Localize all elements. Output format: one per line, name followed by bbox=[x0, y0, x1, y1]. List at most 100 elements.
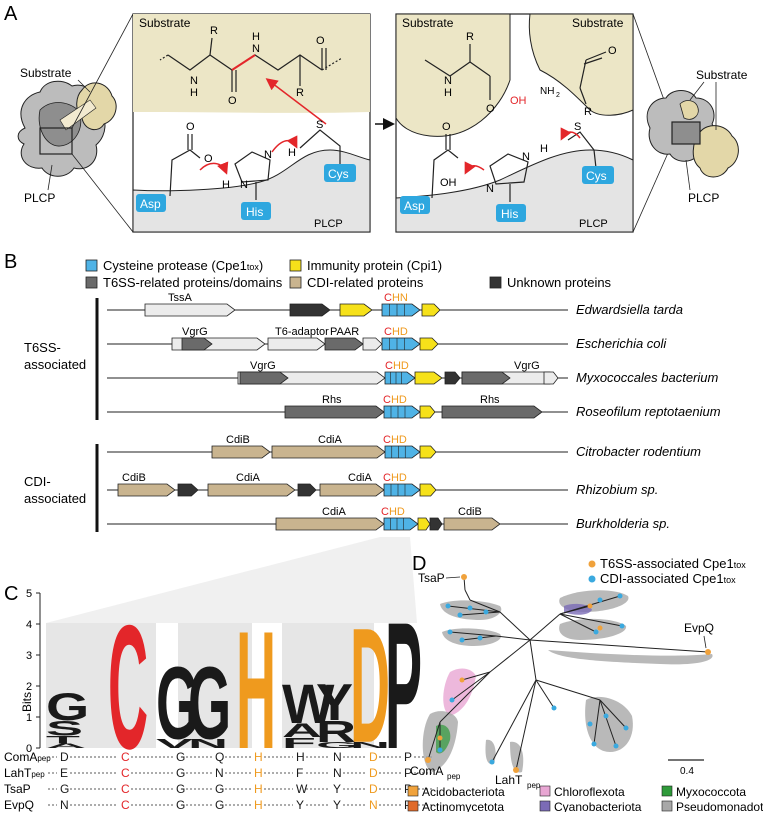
box1-atom-o3: O bbox=[186, 121, 195, 133]
gene-arrow bbox=[324, 337, 364, 351]
logo-letter: G bbox=[156, 645, 199, 761]
alignment-residue: H bbox=[254, 798, 263, 812]
box1-atom-n2: N bbox=[252, 43, 260, 55]
logo-letter: D bbox=[350, 593, 390, 776]
panel-letter-a: A bbox=[4, 3, 18, 25]
gene-arrow bbox=[417, 517, 431, 531]
alignment-residue: C bbox=[121, 782, 130, 796]
catalytic-motif: CHN bbox=[384, 292, 408, 304]
gene-label: TssA bbox=[168, 292, 193, 304]
legend-label-3: CDI-related proteins bbox=[307, 275, 424, 290]
box1-atom-h1: H bbox=[190, 87, 198, 99]
y-tick-label: 2 bbox=[26, 681, 32, 693]
gene-label: CdiA bbox=[318, 434, 343, 446]
logo-letter: P bbox=[385, 586, 422, 787]
right-plcp-cartoon bbox=[632, 13, 739, 233]
box1-asp-label: Asp bbox=[140, 197, 161, 211]
box2-asp-label: Asp bbox=[404, 199, 425, 213]
alignment-name: LahTpep bbox=[4, 766, 45, 780]
gene-arrow bbox=[383, 483, 421, 497]
phylum-swatch-0 bbox=[407, 785, 419, 797]
catalytic-motif: CHD bbox=[385, 360, 409, 372]
logo-letter: W bbox=[282, 673, 335, 735]
logo-letter: Y bbox=[316, 674, 353, 732]
tree-legend-label-0: T6SS-associated Cpe1tox bbox=[600, 556, 746, 571]
y-tick-label: 5 bbox=[26, 588, 32, 600]
box1-atom-h2: H bbox=[252, 31, 260, 43]
box1-his-badge bbox=[241, 202, 271, 220]
gene-arrow bbox=[239, 371, 289, 385]
gene-arrow bbox=[383, 517, 419, 531]
alignment-residue: H bbox=[296, 750, 305, 764]
right-substrate-label: Substrate bbox=[696, 68, 748, 82]
alignment-residue: F bbox=[296, 766, 303, 780]
box2-cys-label: Cys bbox=[586, 169, 607, 183]
gene-arrow bbox=[429, 517, 443, 531]
species-name: Burkholderia sp. bbox=[576, 516, 670, 531]
alignment-residue: G bbox=[176, 750, 185, 764]
left-plcp-cartoon bbox=[17, 13, 134, 233]
logo-highlight-1 bbox=[46, 623, 156, 748]
gene-arrow bbox=[362, 337, 383, 351]
box2-atom-o1: O bbox=[608, 45, 617, 57]
logo-letter: C bbox=[108, 589, 148, 786]
gene-label: PAAR bbox=[330, 326, 359, 338]
gene-arrow bbox=[117, 483, 176, 497]
gene-arrow bbox=[419, 337, 439, 351]
catalytic-motif: CHD bbox=[384, 326, 408, 338]
tree-legend-label-1: CDI-associated Cpe1tox bbox=[600, 571, 736, 586]
gene-arrow bbox=[421, 303, 441, 317]
panel-letter-b: B bbox=[4, 251, 17, 273]
logo-letter: H bbox=[236, 596, 276, 784]
box1-substrate-label: Substrate bbox=[139, 16, 191, 30]
alignment-residue: P bbox=[404, 750, 412, 764]
gene-arrow bbox=[444, 371, 461, 385]
box2-atom-s: S bbox=[574, 121, 581, 133]
group-t6ss-label-1: T6SS- bbox=[24, 340, 61, 355]
alignment-residue: N bbox=[215, 766, 224, 780]
alignment-residue: G bbox=[176, 782, 185, 796]
catalytic-motif: CHD bbox=[383, 472, 407, 484]
gene-label: CdiA bbox=[348, 472, 373, 484]
gene-label: CdiB bbox=[226, 434, 250, 446]
phylum-swatch-2 bbox=[661, 785, 673, 797]
y-tick-label: 0 bbox=[26, 743, 32, 755]
alignment-residue: Y bbox=[296, 798, 304, 812]
gene-arrow bbox=[211, 445, 271, 459]
box2-atom-n4: N bbox=[522, 151, 530, 163]
mechanism-box-1 bbox=[132, 13, 371, 233]
legend-swatch-2 bbox=[85, 276, 98, 289]
gene-arrow bbox=[271, 445, 386, 459]
alignment-residue: D bbox=[369, 766, 378, 780]
gene-arrow bbox=[267, 337, 326, 351]
gene-label: CdiB bbox=[122, 472, 146, 484]
box2-atom-o2: O bbox=[486, 103, 495, 115]
gene-arrow bbox=[319, 483, 385, 497]
alignment-residue: G bbox=[215, 782, 224, 796]
legend-label-2: T6SS-related proteins/domains bbox=[103, 275, 283, 290]
gene-label: Rhs bbox=[322, 394, 342, 406]
right-plcp-label: PLCP bbox=[688, 191, 719, 205]
y-tick-label: 1 bbox=[26, 712, 32, 724]
tree-legend-dot-1 bbox=[588, 575, 596, 583]
gene-label: Rhs bbox=[480, 394, 500, 406]
box1-atom-h4: H bbox=[288, 147, 296, 159]
box2-atom-nh2: NH bbox=[540, 86, 554, 97]
box1-atom-o2: O bbox=[228, 95, 237, 107]
gene-arrow bbox=[181, 337, 213, 351]
alignment-residue: P bbox=[404, 766, 412, 780]
legend-swatch-3 bbox=[289, 276, 302, 289]
gene-arrow bbox=[419, 405, 436, 419]
box1-his-label: His bbox=[246, 205, 263, 219]
gene-arrow bbox=[384, 445, 421, 459]
group-cdi-label-2: associated bbox=[24, 491, 86, 506]
gene-arrow bbox=[144, 303, 236, 317]
gene-arrow bbox=[419, 445, 437, 459]
logo-letter: A bbox=[46, 742, 86, 749]
box2-cys-badge bbox=[582, 166, 614, 184]
